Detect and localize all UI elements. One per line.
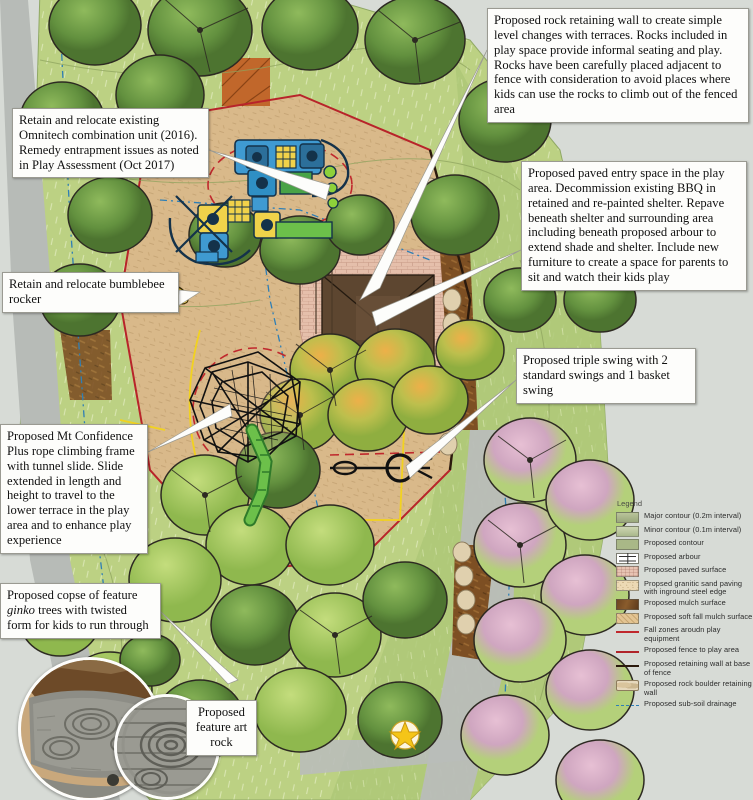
callout-text: Proposed feature art rock [195, 705, 248, 749]
legend-item: Proposed fence to play area [616, 645, 753, 657]
legend-item: Proposed contour [616, 538, 753, 550]
callout-triple-swing: Proposed triple swing with 2 standard sw… [516, 348, 696, 404]
legend-item: Proposed soft fall mulch surface [616, 612, 753, 624]
north-star-marker [388, 720, 422, 751]
legend-item-label: Proposed fence to play area [644, 645, 740, 655]
callout-text-italic: ginko [7, 602, 35, 617]
legend-swatch-icon [616, 660, 639, 671]
legend-swatch-icon [616, 646, 639, 657]
legend-item: Propsed granitic sand paving with ingrou… [616, 579, 753, 597]
callout-omnitech-unit: Retain and relocate existing Omnitech co… [12, 108, 209, 179]
legend-swatch-icon [616, 599, 639, 611]
legend-item-label: Fall zones aroudn play equipment [644, 625, 721, 644]
legend-swatch-icon [616, 539, 639, 550]
legend-item: Proposed arbour [616, 552, 753, 564]
callout-feature-art-rock: Proposed feature art rock [186, 700, 257, 756]
legend-swatch-icon [616, 626, 639, 637]
legend-item-label: Proposed retaining wall at base of fence [644, 658, 751, 677]
legend-item-label: Proposed mulch surface [644, 598, 726, 608]
rope-climbing-frame-graphic [189, 351, 301, 463]
callout-paved-entry: Proposed paved entry space in the play a… [521, 161, 747, 291]
callout-bumblebee-rocker: Retain and relocate bumblebee rocker [2, 272, 179, 313]
callout-text: Proposed paved entry space in the play a… [528, 166, 729, 285]
callout-text: Proposed triple swing with 2 standard sw… [523, 353, 670, 397]
legend-item-label: Major contour (0.2m interval) [644, 511, 742, 520]
legend-item: Proposed mulch surface [616, 598, 753, 611]
legend-item: Major contour (0.2m interval) [616, 511, 753, 523]
legend-item-label: Proposed paved surface [644, 565, 727, 574]
play-unit-graphic [168, 195, 333, 266]
legend-item-label: Proposed contour [644, 538, 704, 547]
legend-swatch-icon [616, 612, 639, 624]
legend-swatch-icon [616, 552, 639, 564]
legend-swatch-icon [616, 679, 639, 691]
legend-item: Minor contour (0.1m interval) [616, 525, 753, 537]
legend-title: Legend [617, 499, 643, 508]
legend-swatch-icon [616, 525, 639, 537]
callout-rock-retaining-wall: Proposed rock retaining wall to create s… [487, 8, 749, 124]
callout-text-after: trees with twisted form for kids to run … [7, 602, 149, 632]
legend-swatch-icon [616, 566, 639, 577]
callout-text: Proposed Mt Confidence Plus rope climbin… [7, 429, 135, 548]
callout-text: Retain and relocate existing Omnitech co… [19, 113, 199, 172]
legend-item: Proposed sub-soil drainage [616, 699, 753, 711]
legend-item-label: Minor contour (0.1m interval) [644, 524, 742, 534]
legend-swatch-icon [616, 700, 639, 711]
legend-item-label: Proposed sub-soil drainage [644, 698, 737, 708]
callout-text-before: Proposed copse of feature [7, 588, 138, 602]
legend-item-label: Propsed granitic sand paving with ingrou… [644, 578, 743, 597]
legend-item-label: Proposed rock boulder retaining wall [644, 678, 752, 697]
legend-swatch-icon [616, 512, 639, 523]
legend-item: Proposed paved surface [616, 565, 753, 577]
callout-text: Proposed rock retaining wall to create s… [494, 13, 738, 117]
legend-item: Proposed rock boulder retaining wall [616, 679, 753, 697]
legend-item: Proposed retaining wall at base of fence [616, 659, 753, 677]
legend-swatch-icon [616, 579, 639, 591]
tunnel-slide-graphic [243, 423, 273, 527]
legend-item-label: Proposed arbour [644, 551, 701, 561]
callout-text: Retain and relocate bumblebee rocker [9, 277, 165, 306]
legend-item-label: Proposed soft fall mulch surface [644, 611, 753, 621]
legend: Legend Major contour (0.2m interval) Mino… [616, 499, 753, 755]
callout-ginko-copse: Proposed copse of feature ginko trees wi… [0, 583, 161, 639]
callout-rope-climbing-frame: Proposed Mt Confidence Plus rope climbin… [0, 424, 148, 554]
legend-item: Fall zones aroudn play equipment [616, 625, 753, 643]
